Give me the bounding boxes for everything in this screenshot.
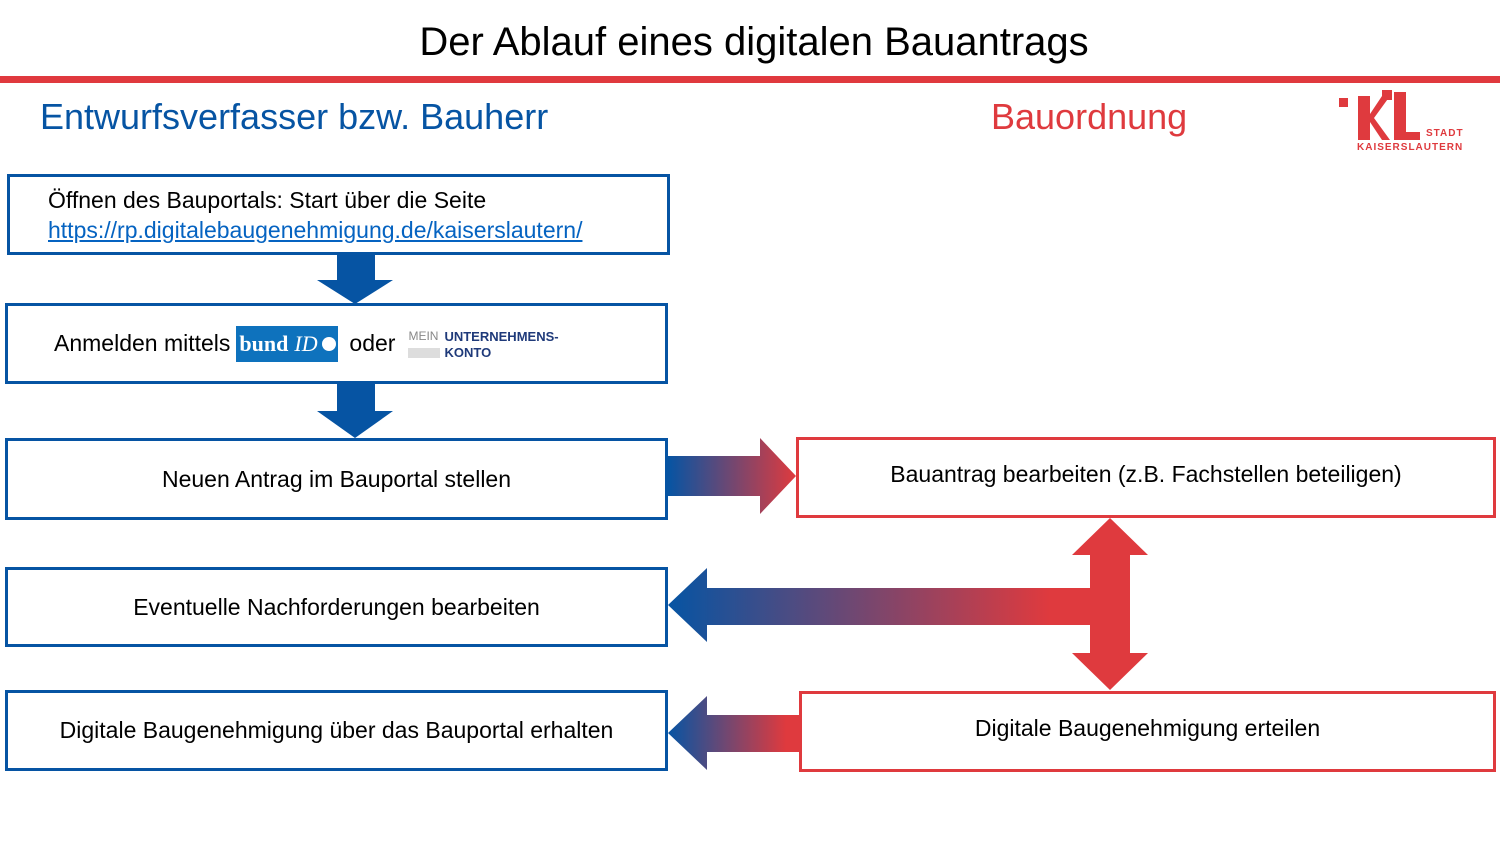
unternehmenskonto-logo[interactable]: MEIN UNTERNEHMENS- KONTO xyxy=(408,327,578,361)
step-process-application: Bauantrag bearbeiten (z.B. Fachstellen b… xyxy=(796,437,1496,518)
step-open-portal: Öffnen des Bauportals: Start über die Se… xyxy=(7,174,670,255)
logo-stadt: STADT xyxy=(1426,128,1464,139)
left-arrow-requests xyxy=(668,568,1092,642)
bundid-bund: bund xyxy=(239,330,289,356)
step-receive-permit: Digitale Baugenehmigung über das Bauport… xyxy=(5,690,668,771)
double-vertical-arrow xyxy=(1072,518,1148,690)
right-heading: Bauordnung xyxy=(991,96,1188,137)
left-heading: Entwurfsverfasser bzw. Bauherr xyxy=(40,96,549,137)
login-text: Anmelden mittels xyxy=(54,330,231,356)
muk-mein: MEIN xyxy=(408,328,439,343)
bundid-id: ID xyxy=(294,330,318,356)
lock-icon xyxy=(321,336,336,351)
muk-line1: UNTERNEHMENS- xyxy=(444,328,559,344)
or-text: oder xyxy=(349,330,396,356)
muk-bar xyxy=(408,347,441,358)
step-requests: Eventuelle Nachforderungen bearbeiten xyxy=(5,567,668,647)
down-arrow-1 xyxy=(317,254,393,304)
down-arrow-2 xyxy=(317,383,393,438)
open-portal-text: Öffnen des Bauportals: Start über die Se… xyxy=(48,186,487,213)
portal-link[interactable]: https://rp.digitalebaugenehmigung.de/kai… xyxy=(48,216,583,243)
right-arrow-submit xyxy=(668,438,796,514)
left-arrow-receive xyxy=(668,696,799,770)
kaiserslautern-logo: STADT KAISERSLAUTERN xyxy=(1336,88,1466,158)
step-grant-permit: Digitale Baugenehmigung erteilen xyxy=(799,691,1496,772)
muk-line2: KONTO xyxy=(444,344,492,360)
logo-kaiserslautern: KAISERSLAUTERN xyxy=(1357,142,1464,153)
title-divider xyxy=(0,76,1500,83)
page-title: Der Ablauf eines digitalen Bauantrags xyxy=(419,20,1089,64)
step-new-application: Neuen Antrag im Bauportal stellen xyxy=(5,438,668,520)
kl-mark-icon xyxy=(1339,90,1420,140)
